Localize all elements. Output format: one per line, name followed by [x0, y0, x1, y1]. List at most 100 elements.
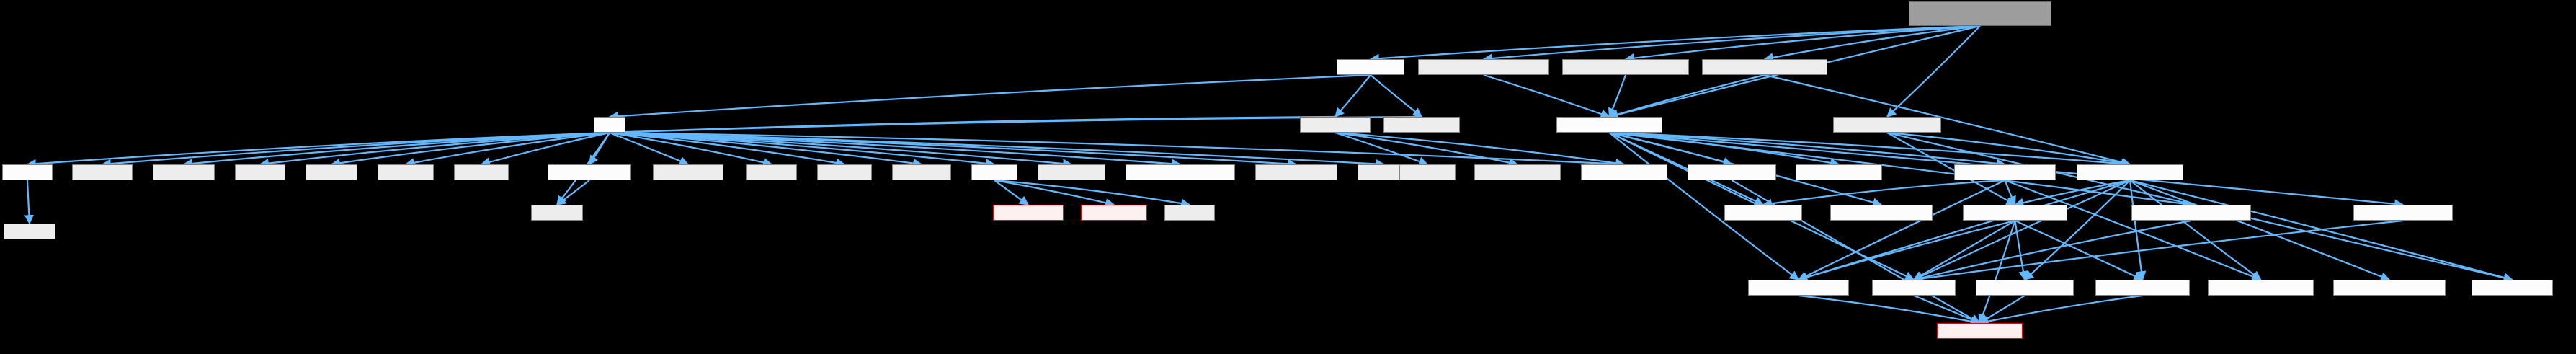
graph-node-c-h[interactable] — [594, 117, 625, 133]
graph-node-stdio-h[interactable] — [235, 164, 285, 180]
graph-node-setjmp-h[interactable] — [1399, 164, 1456, 180]
graph-edge — [1979, 294, 2143, 327]
graph-edge — [1797, 180, 2005, 280]
graph-node-nodes-primnodes-h[interactable] — [1963, 205, 2067, 221]
graph-edge — [609, 131, 773, 167]
graph-node-nodes-pg-list-h[interactable] — [1872, 280, 1956, 296]
graph-edge — [1764, 74, 2131, 167]
graph-node-utils-elog-h[interactable] — [1300, 117, 1371, 133]
graph-node-errno-h[interactable] — [746, 164, 797, 180]
graph-node-port-h[interactable] — [971, 164, 1017, 180]
graph-edge — [1912, 179, 2131, 280]
graph-edge — [101, 131, 610, 169]
graph-node-access-cmptype-h[interactable] — [1976, 280, 2074, 296]
graph-edge — [1370, 74, 1423, 118]
graph-node-stdint-h[interactable] — [531, 205, 583, 221]
graph-node-nodes-pathnodes-h[interactable] — [1556, 117, 1662, 133]
graph-edge — [609, 131, 996, 169]
graph-edge — [2014, 220, 2028, 281]
graph-edge — [1334, 131, 1429, 167]
graph-edge — [608, 115, 1336, 138]
graph-edge — [480, 131, 610, 167]
graph-node-catalog-catversion-h[interactable] — [2333, 280, 2446, 296]
graph-node-storage-block-h[interactable] — [1796, 164, 1882, 180]
graph-node-utils-palloc-h[interactable] — [1383, 117, 1460, 133]
graph-edge — [2129, 180, 2262, 280]
graph-edge — [1609, 131, 2131, 169]
graph-edge — [1913, 294, 1981, 324]
graph-edge — [2015, 219, 2144, 280]
graph-node-nodes-lockoptions-h[interactable] — [2208, 280, 2314, 296]
graph-edge — [1608, 74, 1765, 119]
graph-edge — [1369, 25, 1981, 63]
graph-edge — [1763, 25, 1981, 63]
graph-edge — [2129, 180, 2147, 281]
graph-edge — [609, 131, 923, 168]
graph-edge — [26, 131, 610, 169]
graph-node-inttypes-h[interactable] — [72, 164, 133, 180]
graph-node-stdalign-h[interactable] — [153, 164, 215, 180]
graph-edge — [1624, 25, 1981, 63]
graph-node-rewrite-rewritemanip-h[interactable] — [1702, 59, 1827, 75]
graph-edge — [609, 131, 1073, 169]
graph-edge — [1483, 74, 1610, 119]
graph-edge — [1609, 131, 1733, 167]
graph-edge — [609, 131, 690, 166]
graph-edge — [1609, 131, 2006, 169]
graph-edge — [609, 131, 1182, 169]
graph-node-access-sdir-h[interactable] — [1724, 205, 1802, 221]
graph-edge — [1886, 131, 2131, 168]
graph-node-stdarg-h[interactable] — [454, 164, 509, 180]
graph-node-nodes-params-h[interactable] — [1688, 164, 1776, 180]
graph-edge — [2004, 180, 2016, 206]
graph-edge — [24, 180, 34, 225]
graph-edge — [994, 180, 1030, 205]
graph-node-nodes-plannodes-h[interactable] — [1954, 164, 2056, 180]
graph-node-locale-h[interactable] — [817, 164, 872, 180]
graph-edge — [994, 179, 1115, 208]
graph-node-pg-config-os-h[interactable] — [1255, 164, 1337, 180]
graph-edge — [259, 131, 610, 169]
graph-node-partitioning-partdefs-h[interactable] — [2131, 205, 2251, 221]
graph-node-lib-stringinfo-h[interactable] — [1581, 164, 1667, 180]
graph-node-nodes-nodes-h[interactable] — [1937, 323, 2023, 339]
graph-edge — [404, 131, 610, 168]
graph-node-utils-errcodes-h[interactable] — [1474, 164, 1561, 180]
graph-node-arpa-inet-h[interactable] — [1081, 205, 1147, 221]
graph-edge — [2005, 179, 2262, 281]
graph-edge — [608, 74, 1371, 121]
graph-node-sys-types-h[interactable] — [653, 164, 723, 180]
graph-edge — [1912, 219, 2404, 283]
graph-node-pg-config-manual-h[interactable] — [1126, 164, 1235, 180]
graph-node-ctype-h[interactable] — [1164, 205, 1215, 221]
graph-edge — [182, 131, 610, 169]
graph-edge — [1608, 74, 1627, 118]
graph-node-postgres-h[interactable] — [1337, 59, 1404, 75]
graph-node-nodes-value-h[interactable] — [2472, 280, 2553, 296]
graph-node-access-stratnum-h[interactable] — [1830, 205, 1933, 221]
graph-node-common-relpath-h[interactable] — [2353, 205, 2453, 221]
graph-node-pg-config-h[interactable] — [1038, 164, 1105, 180]
graph-node-optimizer-paramassign-h[interactable] — [1418, 59, 1549, 75]
graph-node-stdlib-h[interactable] — [306, 164, 357, 180]
graph-edge — [609, 131, 846, 168]
graph-node-stdbool-h[interactable] — [892, 164, 951, 180]
graph-node-stddef-h[interactable] — [378, 164, 434, 180]
graph-edge — [1334, 131, 1626, 168]
graph-node-nodes-bitmapset-h[interactable] — [1748, 280, 1849, 296]
graph-edge — [556, 180, 590, 205]
graph-edge — [1731, 180, 1981, 324]
graph-edge — [1797, 219, 2015, 282]
graph-node-postgres-ext-h[interactable] — [548, 164, 631, 180]
graph-node-access-attnum-h[interactable] — [2095, 280, 2190, 296]
graph-node-nodes-nodefuncs-h[interactable] — [1833, 117, 1941, 133]
graph-node-optimizer-placeholder-h[interactable] — [1562, 59, 1689, 75]
graph-node-nodes-parsenodes-h[interactable] — [2077, 164, 2183, 180]
graph-node-src-backend-optimizer-util-paramassign-c[interactable] — [1909, 1, 2051, 26]
graph-node-netinet-in-h[interactable] — [993, 205, 1064, 221]
graph-node-string-h[interactable] — [2, 164, 53, 180]
graph-edge — [2129, 179, 2391, 281]
graph-node-signal-h[interactable] — [4, 224, 55, 239]
graph-edge — [1912, 220, 2016, 280]
